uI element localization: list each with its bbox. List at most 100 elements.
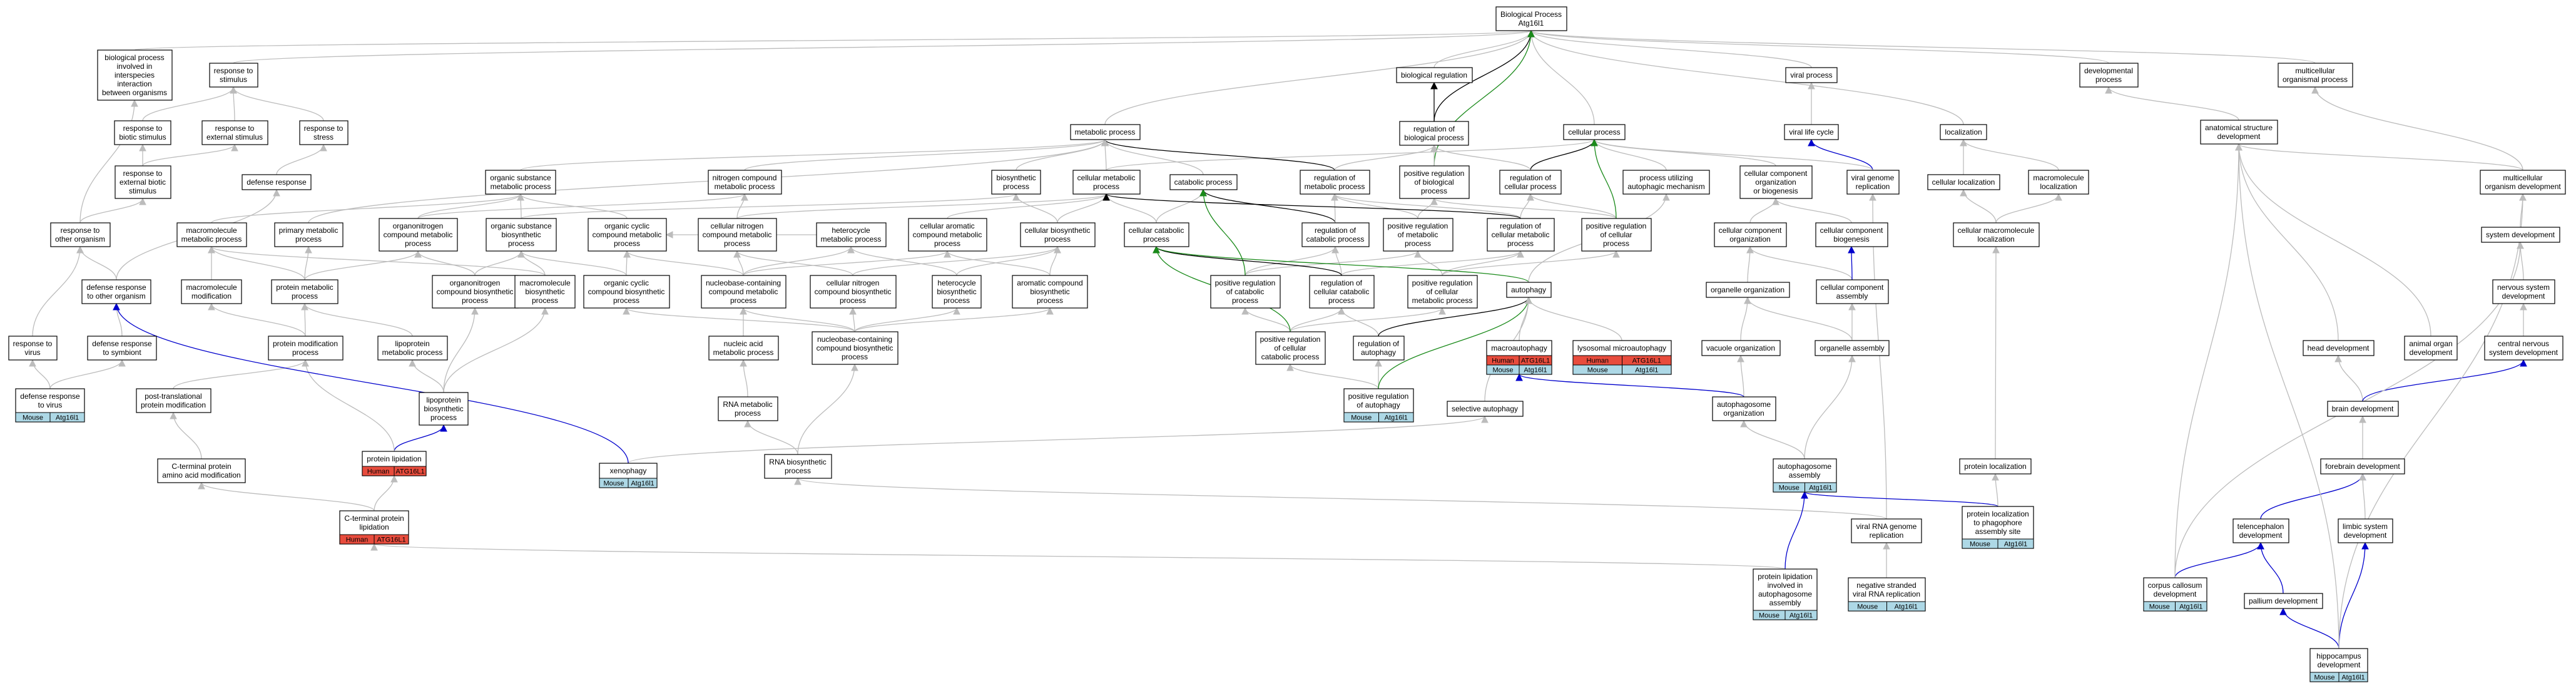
go-term-localization[interactable]: localization (1940, 124, 1987, 140)
go-term-organelle-asm[interactable]: organelle assembly (1815, 340, 1890, 356)
go-term-forebrain[interactable]: forebrain development (2320, 458, 2405, 475)
go-term-viral-life[interactable]: viral life cycle (1784, 124, 1839, 140)
go-term-pallium[interactable]: pallium development (2244, 593, 2323, 609)
go-term-def-resp[interactable]: defense response (242, 174, 312, 190)
go-term-catab[interactable]: catabolic process (1169, 174, 1238, 190)
go-term-sel-autoph[interactable]: selective autophagy (1447, 401, 1524, 417)
go-term-cell-proc[interactable]: cellular process (1563, 124, 1626, 140)
go-term-metab[interactable]: metabolic process (1070, 124, 1141, 140)
go-term-prot-loc[interactable]: protein localization (1959, 458, 2032, 475)
go-term-bio-reg[interactable]: biological regulation (1396, 67, 1473, 83)
go-term-sys-dev[interactable]: system development (2481, 227, 2560, 243)
go-term-autophagy[interactable]: autophagy (1506, 282, 1552, 298)
go-term-cell-loc[interactable]: cellular localization (1927, 174, 2000, 190)
go-term-head-dev[interactable]: head development (2303, 340, 2375, 356)
